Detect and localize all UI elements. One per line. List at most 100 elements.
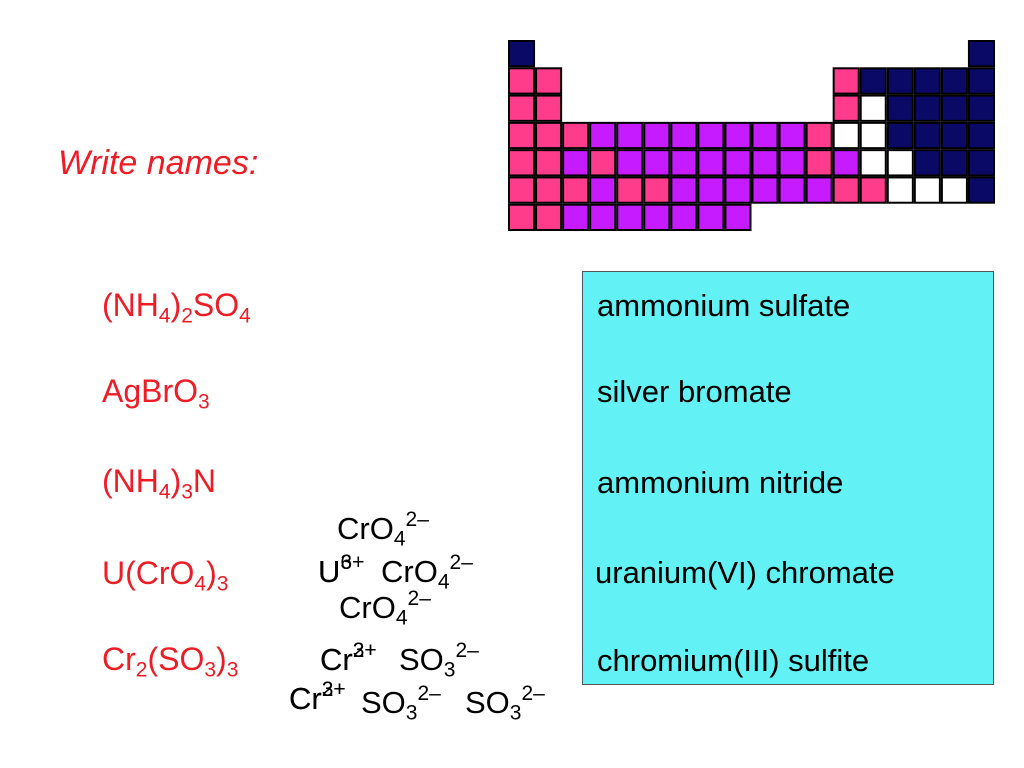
table-cell: [508, 67, 536, 95]
ion-chromate-top: CrO42–: [337, 507, 429, 551]
table-cell: [913, 94, 941, 122]
formula-uranium-chromate: U(CrO4)3: [102, 555, 229, 596]
table-cell: [751, 176, 779, 204]
table-cell: [643, 203, 671, 231]
answer-chromium-sulfite: chromium(III) sulfite: [597, 643, 870, 678]
ion-sulfite-top: SO32–: [399, 638, 479, 682]
table-cell: [508, 121, 536, 150]
table-cell: [913, 67, 941, 95]
table-cell: [805, 176, 833, 204]
table-cell: [643, 149, 671, 177]
table-cell: [913, 121, 941, 150]
table-cell: [967, 176, 995, 204]
table-cell: [778, 176, 806, 204]
table-cell: [508, 176, 536, 204]
table-cell: [886, 67, 914, 95]
table-cell: [832, 67, 860, 95]
table-cell: [697, 203, 725, 231]
table-cell: [589, 203, 617, 231]
table-cell: [616, 121, 644, 150]
ion-chromium-top-2plus: Cr2+: [320, 638, 377, 677]
table-cell: [697, 149, 725, 177]
ion-uranium-3plus: U3+: [318, 550, 365, 589]
answer-box: ammonium sulfate silver bromate ammonium…: [582, 271, 994, 685]
ion-chromate-bottom: CrO42–: [339, 586, 431, 630]
table-cell: [724, 121, 752, 150]
table-cell: [940, 176, 968, 204]
table-cell: [589, 121, 617, 150]
table-cell: [859, 149, 887, 177]
table-cell: [967, 121, 995, 150]
table-cell: [967, 149, 995, 177]
table-cell: [832, 121, 860, 150]
table-cell: [508, 149, 536, 177]
table-cell: [751, 121, 779, 150]
formula-ammonium-sulfate: (NH4)2SO4: [102, 287, 251, 328]
table-cell: [616, 176, 644, 204]
table-cell: [778, 121, 806, 150]
table-cell: [724, 203, 752, 231]
table-cell: [913, 149, 941, 177]
table-cell: [832, 176, 860, 204]
table-cell: [940, 149, 968, 177]
table-cell: [535, 149, 563, 177]
table-cell: [670, 149, 698, 177]
table-cell: [886, 149, 914, 177]
periodic-table-graphic: [508, 40, 995, 231]
table-cell: [886, 94, 914, 122]
table-cell: [778, 149, 806, 177]
table-cell: [940, 67, 968, 95]
table-cell: [670, 176, 698, 204]
table-cell: [967, 94, 995, 122]
table-cell: [535, 94, 563, 122]
table-cell: [805, 149, 833, 177]
ion-sulfite-bottom-1: SO32–: [361, 681, 441, 725]
table-cell: [940, 94, 968, 122]
answer-silver-bromate: silver bromate: [597, 374, 792, 409]
ion-sulfite-bottom-2: SO32–: [465, 681, 545, 725]
table-cell: [562, 203, 590, 231]
table-cell: [859, 121, 887, 150]
answer-uranium-chromate: uranium(VI) chromate: [595, 555, 895, 590]
table-cell: [508, 94, 536, 122]
formula-silver-bromate: AgBrO3: [102, 373, 210, 414]
table-cell: [940, 121, 968, 150]
table-cell: [724, 176, 752, 204]
table-cell: [697, 121, 725, 150]
table-cell: [562, 176, 590, 204]
table-cell: [562, 121, 590, 150]
table-cell: [670, 203, 698, 231]
table-cell: [859, 176, 887, 204]
table-cell: [886, 176, 914, 204]
table-cell: [913, 176, 941, 204]
answer-ammonium-sulfate: ammonium sulfate: [597, 288, 851, 323]
table-cell: [751, 149, 779, 177]
ion-chromium-bottom-3plus: Cr3+: [289, 677, 346, 716]
table-cell: [508, 203, 536, 231]
table-cell: [805, 121, 833, 150]
formula-chromium-sulfite: Cr2(SO3)3: [102, 641, 239, 682]
table-cell: [697, 176, 725, 204]
ion-uranium-6plus: U6+: [318, 550, 365, 589]
table-cell: [967, 67, 995, 95]
page-heading: Write names:: [58, 144, 259, 182]
ion-chromate-mid: CrO42–: [381, 550, 473, 594]
table-cell: [535, 67, 563, 95]
table-cell: [616, 149, 644, 177]
table-cell: [535, 121, 563, 150]
table-cell: [508, 40, 536, 68]
formula-ammonium-nitride: (NH4)3N: [102, 463, 217, 504]
table-cell: [724, 149, 752, 177]
table-cell: [535, 203, 563, 231]
answer-ammonium-nitride: ammonium nitride: [597, 465, 844, 500]
table-cell: [535, 176, 563, 204]
table-cell: [670, 121, 698, 150]
table-cell: [886, 121, 914, 150]
table-cell: [643, 121, 671, 150]
table-cell: [832, 149, 860, 177]
table-cell: [562, 149, 590, 177]
table-cell: [616, 203, 644, 231]
ion-chromium-top-3plus: Cr3+: [320, 638, 377, 677]
ion-chromium-bottom-2plus: Cr2+: [289, 677, 346, 716]
table-cell: [832, 94, 860, 122]
